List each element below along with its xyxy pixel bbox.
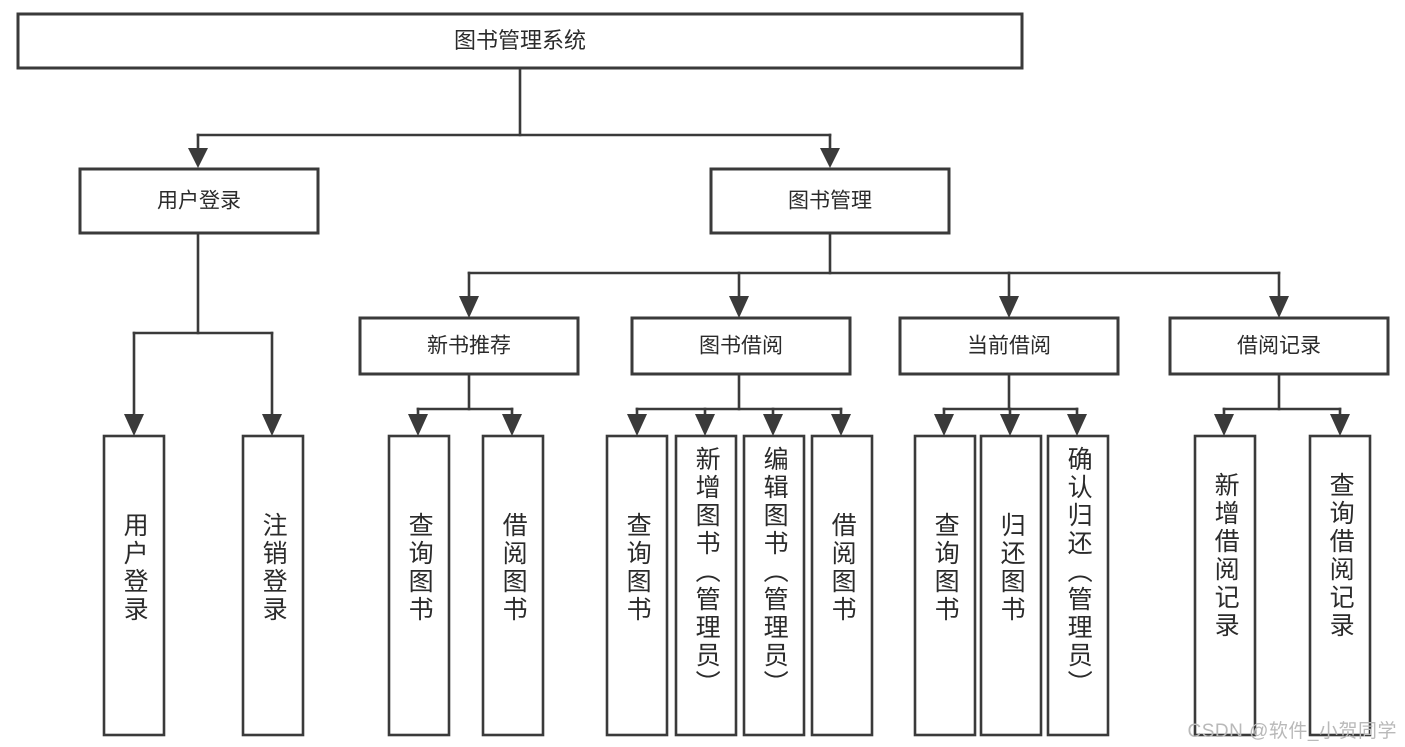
node-user-login-label: 用户登录 <box>157 190 241 213</box>
node-current-borrow-label: 当前借阅 <box>967 335 1051 358</box>
arrow-leaf-borrow-book-2 <box>831 414 851 436</box>
node-borrow-record-box[interactable] <box>1168 316 1390 376</box>
node-root[interactable]: 图书管理系统 <box>16 12 1024 70</box>
arrow-leaf-confirm-return <box>1067 414 1087 436</box>
arrow-leaf-add-record <box>1214 414 1234 436</box>
node-book-borrow[interactable]: 图书借阅 <box>630 316 852 376</box>
node-book-manage-box[interactable] <box>709 167 951 235</box>
arrow-leaf-query-record <box>1330 414 1350 436</box>
arrow-current-borrow <box>999 296 1019 318</box>
node-root-box[interactable] <box>16 12 1024 70</box>
arrow-leaf-edit-book <box>763 414 783 436</box>
node-leaf-user-login-box[interactable] <box>102 434 166 737</box>
node-leaf-query-book-3-box[interactable] <box>913 434 977 737</box>
node-borrow-record-label: 借阅记录 <box>1237 335 1321 358</box>
node-new-book-recommend-label: 新书推荐 <box>427 335 511 358</box>
node-leaf-add-book-box[interactable] <box>674 434 738 737</box>
arrow-leaf-query-book-2 <box>627 414 647 436</box>
node-leaf-borrow-book-1-box[interactable] <box>481 434 545 737</box>
arrow-leaf-add-book <box>695 414 715 436</box>
node-leaf-query-book-1-box[interactable] <box>387 434 451 737</box>
node-leaf-edit-book-box[interactable] <box>742 434 806 737</box>
node-book-borrow-label: 图书借阅 <box>699 335 783 358</box>
arrow-leaf-return-book <box>1000 414 1020 436</box>
node-current-borrow[interactable]: 当前借阅 <box>898 316 1120 376</box>
node-user-login[interactable]: 用户登录 <box>78 167 320 235</box>
node-book-manage-label: 图书管理 <box>788 190 872 213</box>
arrow-leaf-borrow-book-1 <box>502 414 522 436</box>
arrow-borrow-record <box>1269 296 1289 318</box>
node-user-login-box[interactable] <box>78 167 320 235</box>
node-leaf-return-book-box[interactable] <box>979 434 1043 737</box>
node-new-book-recommend[interactable]: 新书推荐 <box>358 316 580 376</box>
arrow-leaf-query-book-3 <box>934 414 954 436</box>
arrow-new-book-recommend <box>459 296 479 318</box>
arrow-leaf-query-book-1 <box>408 414 428 436</box>
node-leaf-logout-login-box[interactable] <box>241 434 305 737</box>
arrow-leaf-user-login <box>124 414 144 436</box>
node-leaf-add-record-box[interactable] <box>1193 434 1257 737</box>
node-book-manage[interactable]: 图书管理 <box>709 167 951 235</box>
node-root-label: 图书管理系统 <box>454 28 586 53</box>
node-leaf-borrow-book-2-box[interactable] <box>810 434 874 737</box>
connector-layer <box>124 66 1350 436</box>
arrow-book-manage <box>820 148 840 168</box>
node-leaf-query-record-box[interactable] <box>1308 434 1372 737</box>
arrow-book-borrow <box>729 296 749 318</box>
watermark: CSDN @软件_小贺同学 <box>1187 721 1397 742</box>
node-book-borrow-box[interactable] <box>630 316 852 376</box>
node-borrow-record[interactable]: 借阅记录 <box>1168 316 1390 376</box>
arrow-user-login <box>188 148 208 168</box>
node-leaf-query-book-2-box[interactable] <box>605 434 669 737</box>
node-leaf-confirm-return-box[interactable] <box>1046 434 1110 737</box>
node-new-book-recommend-box[interactable] <box>358 316 580 376</box>
node-current-borrow-box[interactable] <box>898 316 1120 376</box>
arrow-leaf-logout-login <box>262 414 282 436</box>
